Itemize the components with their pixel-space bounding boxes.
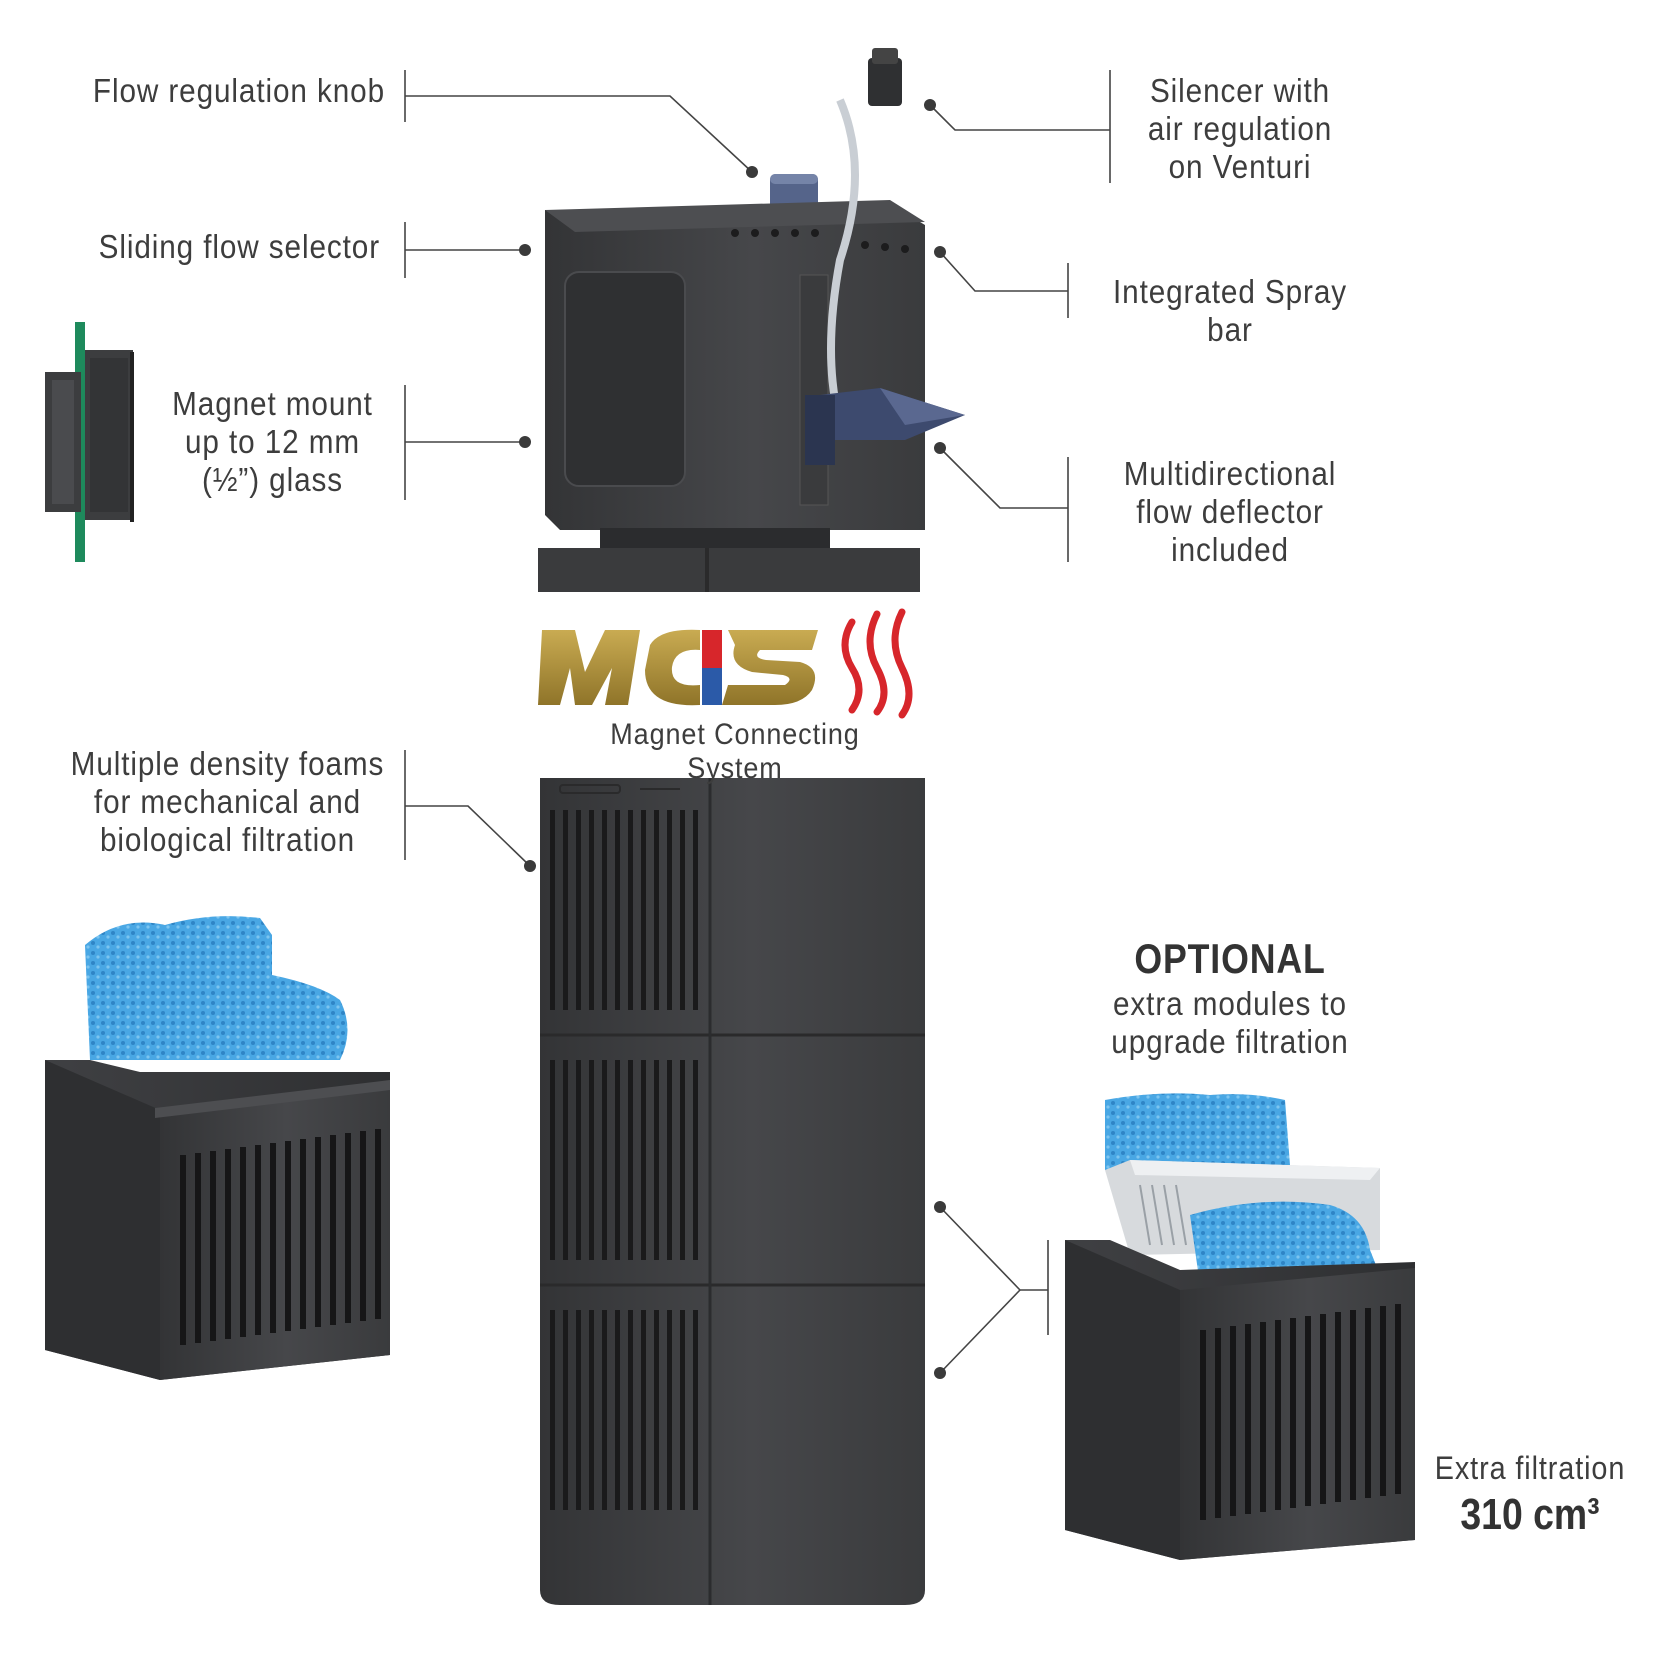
label-flow-regulation-knob: Flow regulation knob xyxy=(92,72,385,109)
optional-subtitle: extra modules to upgrade filtration xyxy=(1111,985,1349,1060)
callout-lines xyxy=(404,70,1111,1374)
magnet-mount-illustration xyxy=(45,322,134,562)
extra-filtration-label: Extra filtration xyxy=(1434,1450,1626,1486)
filter-column xyxy=(540,778,925,1605)
foam-module-left xyxy=(45,916,390,1380)
label-flow-deflector: Multidirectional flow deflector included xyxy=(1123,455,1337,568)
label-sliding-flow-selector: Sliding flow selector xyxy=(98,228,380,265)
callout-dots xyxy=(519,99,946,1379)
label-magnet-mount: Magnet mount up to 12 mm (½”) glass xyxy=(172,385,373,498)
mcs-logo-mark xyxy=(538,608,913,719)
label-integrated-spray-bar: Integrated Spray bar xyxy=(1113,273,1347,348)
foam-module-right xyxy=(1065,1093,1415,1560)
label-density-foams: Multiple density foams for mechanical an… xyxy=(70,745,385,858)
label-silencer: Silencer with air regulation on Venturi xyxy=(1147,72,1333,185)
pump-head xyxy=(538,48,965,592)
mcs-caption: Magnet Connecting System xyxy=(610,718,860,785)
extra-filtration-value: 310 cm³ xyxy=(1460,1490,1600,1539)
optional-title: OPTIONAL xyxy=(1134,935,1326,982)
